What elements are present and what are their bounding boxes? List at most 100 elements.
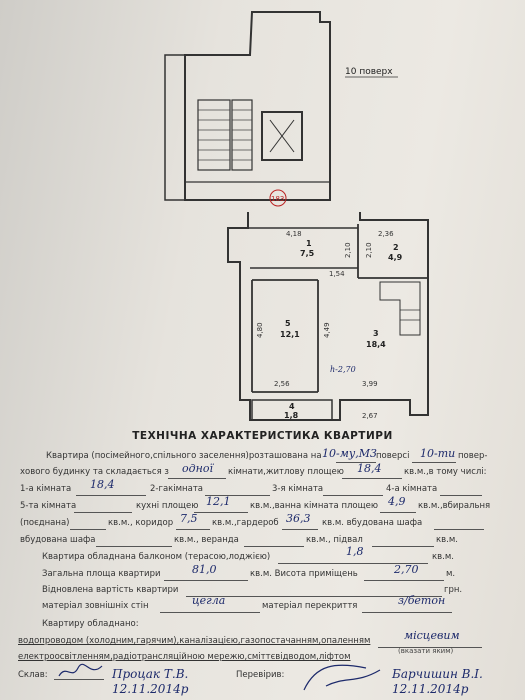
blank-storeys (412, 462, 456, 463)
hand-living-area: 18,4 (357, 462, 382, 475)
line3-text-a: 1-а кімната (20, 484, 72, 494)
dim-room3-bottom: 2,67 (362, 412, 378, 420)
checker-date: 12.11.2014р (392, 682, 469, 696)
compiler-sign-line (54, 679, 104, 680)
line4-text-d: кв.м.,вбиральня (418, 501, 491, 511)
blank-balcony (278, 563, 428, 564)
line6-text-a: вбудована шафа (20, 535, 96, 545)
blank-room3 (323, 495, 383, 496)
dim-room5-width: 2,56 (274, 380, 290, 388)
line3-text-c: 3-я кімната (272, 484, 324, 494)
hand-storeys: 10-ти (420, 447, 456, 460)
hand-height: 2,70 (394, 563, 419, 576)
room-1-number: 1 (306, 239, 312, 248)
inner-stair (379, 281, 421, 336)
heating-note: (вказати яким) (398, 647, 454, 655)
line1-text-a: Квартира (посімейного,спільного заселенн… (46, 451, 322, 461)
equipment-line1: водопроводом (холодним,гарячим),каналіза… (18, 636, 371, 646)
room-3-area: 18,4 (366, 340, 386, 349)
blank-room1 (76, 495, 146, 496)
blank-ceiling (362, 612, 452, 613)
line5-text-c: кв.м.,гардероб (212, 518, 279, 528)
hand-walls: цегла (192, 594, 226, 607)
equipment-heading: Квартиру обладнано: (42, 619, 139, 629)
blank-room2 (205, 495, 270, 496)
compiler-name: Процак Т.В. (112, 667, 189, 681)
hand-room1: 18,4 (90, 478, 115, 491)
height-mark: h-2,70 (330, 365, 356, 374)
line2-text-a: хового будинку та складається з (20, 467, 169, 477)
hand-ceiling: з/бетон (398, 594, 446, 607)
line8-text-a: Загальна площа квартири (42, 569, 161, 579)
blank-heating (378, 647, 482, 648)
dim-room1-width: 4,18 (286, 230, 302, 238)
compiler-date: 12.11.2014р (112, 682, 189, 696)
room-3-number: 3 (373, 329, 379, 338)
line6-text-c: кв.м., підвал (306, 535, 363, 545)
hand-corridor: 7,5 (180, 512, 198, 525)
line7-text-b: кв.м. (432, 552, 454, 562)
hand-kitchen: 12,1 (206, 495, 231, 508)
blank-room5 (74, 512, 132, 513)
floor-plan: 183 10 поверх 1 7,5 2 4,9 3 18,4 4 1,8 5… (164, 11, 429, 421)
blank-room4 (440, 495, 482, 496)
hand-bath: 4,9 (388, 495, 406, 508)
line3-text-d: 4-а кімната (386, 484, 438, 494)
blank-living-area (342, 478, 402, 479)
lift-shaft (261, 111, 303, 161)
line9-text-a: Відновлена вартість квартири (42, 585, 179, 595)
checker-signature (303, 664, 381, 691)
checker-name: Барчишин В.І. (392, 667, 483, 681)
compiled-label: Склав: (18, 670, 48, 680)
blank-corridor (176, 529, 210, 530)
line5-text-b: кв.м., коридор (108, 518, 174, 528)
outer-wall-left (164, 54, 186, 201)
blank-veranda (244, 546, 304, 547)
dim-room1-height: 2,10 (344, 242, 352, 258)
blank-rooms-count (168, 478, 226, 479)
room-5-area: 12,1 (280, 330, 300, 339)
blank-wardrobe (282, 529, 318, 530)
hand-floor: 10-му,М3 (322, 447, 377, 460)
line1-text-b: поверсі (376, 451, 410, 461)
blank-floor (336, 462, 376, 463)
line4-text-b: кухні площею (136, 501, 199, 511)
line10-text-b: матеріал перекриття (262, 601, 358, 611)
room-4-number: 4 (289, 402, 295, 411)
line9-text-b: грн. (444, 585, 463, 595)
line3-text-b: 2-гакімната (150, 484, 203, 494)
dim-room2-width: 2,36 (378, 230, 394, 238)
line8-text-b: кв.м. Висота приміщень (250, 569, 358, 579)
room-1-area: 7,5 (300, 249, 315, 258)
line7-text-a: Квартира обладнана балконом (терасою,лод… (42, 552, 271, 562)
blank-closet1 (434, 529, 484, 530)
compiler-signature (58, 663, 103, 677)
hand-wardrobe: 36,3 (286, 512, 311, 525)
stamp-number: 183 (271, 195, 284, 203)
hand-total-area: 81,0 (192, 563, 217, 576)
line6-text-d: кв.м. (436, 535, 458, 545)
lift-cross-b (269, 119, 295, 153)
stair-flight-right (231, 99, 253, 171)
blank-walls (160, 612, 260, 613)
blank-total-area (164, 580, 248, 581)
blank-height (364, 580, 444, 581)
room-2-number: 2 (393, 243, 399, 252)
blank-closet2 (96, 546, 172, 547)
room-5-number: 5 (285, 319, 291, 328)
line6-text-b: кв.м., веранда (174, 535, 239, 545)
blank-kitchen (194, 512, 248, 513)
stair-flight-left (197, 99, 231, 171)
line5-text-a: (поєднана) (20, 518, 70, 528)
blank-toilet (70, 529, 106, 530)
line10-text-a: матеріал зовнішніх стін (42, 601, 149, 611)
dim-room3-width: 3,99 (362, 380, 378, 388)
dim-room5-height: 4,80 (256, 322, 264, 338)
line2-text-c: кв.м.,в тому числі: (404, 467, 487, 477)
room-2-area: 4,9 (388, 253, 403, 262)
hand-rooms-count: одної (182, 462, 213, 475)
form-title: ТЕХНІЧНА ХАРАКТЕРИСТИКА КВАРТИРИ (132, 430, 393, 442)
blank-cost (186, 596, 442, 597)
equipment-line2: електроосвітленням,радіотрансляційною ме… (18, 652, 351, 662)
room-4-area: 1,8 (284, 411, 299, 420)
